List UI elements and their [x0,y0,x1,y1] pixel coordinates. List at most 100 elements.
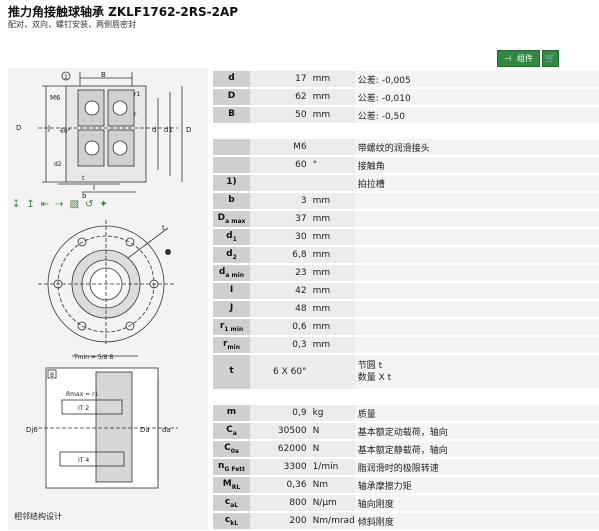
property-value: 37 [250,211,310,227]
property-unit: mm [309,71,355,87]
label-it2: IT 2 [78,405,89,412]
property-value: 60 [250,157,310,173]
property-symbol: d [213,71,250,87]
load-direction-icons: ↧ ↥ ⇤ ⇢ ▧ ↺ ✦ [12,199,108,210]
property-description [354,193,599,209]
property-symbol: d1 [213,229,250,245]
label-tmin: Tmin = 5/8 B [73,354,114,361]
property-unit: mm [309,265,355,281]
property-unit: 1/min [309,459,355,475]
page-subtitle: 配对，双向，螺钉安装，两侧唇密封 [8,20,136,29]
property-value: 62000 [250,441,310,457]
footnote-adjacent-design: 相邻结构设计 [14,512,62,521]
axial-load-icon: ↧ [12,199,21,210]
property-value [250,175,310,191]
property-symbol: ckL [213,513,250,529]
property-description: 带螺纹的润滑接头 [354,139,599,155]
property-symbol: 1) [213,175,250,191]
label-rmax: Rmax = r1 [66,391,99,398]
property-unit: mm [309,337,355,353]
property-value: 50 [250,107,310,123]
property-symbol: d2 [213,247,250,263]
property-unit: mm [309,229,355,245]
property-unit: kg [309,405,355,421]
property-description: 公差: -0,50 [354,107,599,123]
property-unit: Nm [309,477,355,493]
property-unit: mm [309,211,355,227]
tilt-load-icon: ⇢ [55,199,64,210]
label-angle: 60° [60,128,71,135]
property-symbol: Da max [213,211,250,227]
property-symbol: t [213,355,250,389]
property-value: 3 [250,193,310,209]
label-it4: IT 4 [78,457,89,464]
property-value: 0,6 [250,319,310,335]
property-symbol: Ca [213,423,250,439]
property-symbol: MRL [213,477,250,493]
property-symbol: r1 min [213,319,250,335]
label-d1: d1 [164,126,173,134]
cart-button[interactable]: 🛒 [541,50,559,67]
property-description [354,283,599,299]
label-D-left: D [16,124,21,132]
property-unit: mm [309,193,355,209]
property-unit [309,355,355,389]
property-unit: mm [309,107,355,123]
label-callout-1: 1 [64,74,68,81]
property-value: 62 [250,89,310,105]
property-description [354,247,599,263]
property-row: 60°接触角 [213,157,599,173]
label-J: J [47,124,50,132]
property-unit [309,139,355,155]
label-b: b [82,192,87,198]
property-description: 公差: -0,005 [354,71,599,87]
property-unit: mm [309,89,355,105]
label-I: I [93,184,95,192]
property-symbol: nG Fett [213,459,250,475]
property-symbol: D [213,89,250,105]
component-button[interactable]: ⊣ 组件 [497,50,540,67]
property-description [354,337,599,353]
property-description: 基本额定动载荷，轴向 [354,423,599,439]
property-symbol: J [213,301,250,317]
property-symbol: b [213,193,250,209]
component-button-label: 组件 [516,54,533,63]
label-r1: r1 [134,91,140,98]
adjacent-construction-drawing: Tmin = 5/8 B B Rmax = r1 IT 2 IT 4 Dj6 D… [26,354,178,489]
cart-icon: 🛒 [544,53,557,64]
label-datum-B: B [50,372,54,379]
page-title: 推力角接触球轴承 ZKLF1762-2RS-2AP [8,5,239,19]
property-description: 倾斜刚度 [354,513,599,529]
property-symbol: I [213,283,250,299]
property-value: 0,9 [250,405,310,421]
property-unit: Nm/mrad [309,513,355,529]
property-symbol: m [213,405,250,421]
property-symbol [213,139,250,155]
property-value: 17 [250,71,310,87]
property-value: 42 [250,283,310,299]
property-unit: mm [309,247,355,263]
property-symbol: da min [213,265,250,281]
cross-section-drawing: B M6 r1 r D J 60° d d1 D d2 t I b 1 [16,71,191,198]
property-unit: ° [309,157,355,173]
property-value: 200 [250,513,310,529]
property-description: 轴向刚度 [354,495,599,511]
property-unit: mm [309,319,355,335]
property-value: 30 [250,229,310,245]
